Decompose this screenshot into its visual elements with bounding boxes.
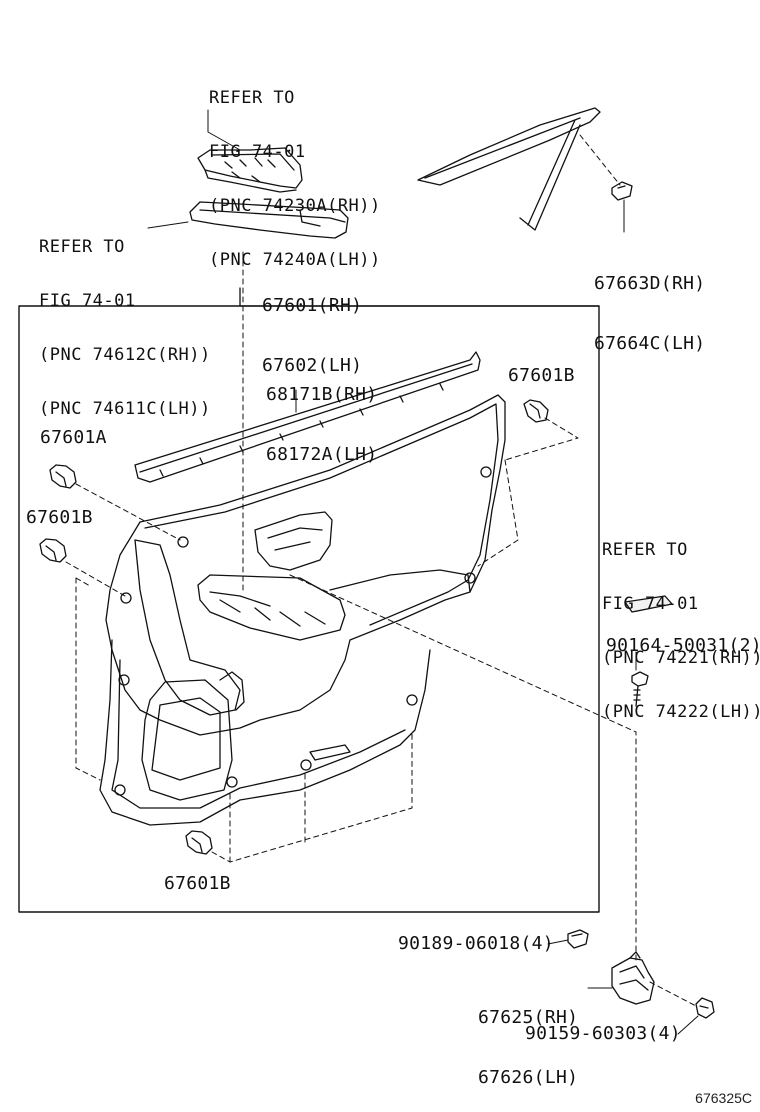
part-67626: 67626(LH) — [478, 1067, 579, 1088]
clip-icon — [185, 830, 213, 855]
clip-icon — [39, 538, 67, 563]
part-67601b-left: 67601B — [26, 507, 93, 528]
ref-right: REFER TO FIG 74-01 (PNC 74221(RH)) (PNC … — [602, 505, 760, 739]
ref-armrest-line1: REFER TO — [39, 237, 125, 257]
part-67664c: 67664C(LH) — [594, 333, 706, 354]
clip-icon — [49, 464, 77, 489]
ref-armrest: REFER TO FIG 74-01 (PNC 74612C(RH)) (PNC… — [39, 202, 211, 436]
part-67663d-group: 67663D(RH) 67664C(LH) — [594, 234, 705, 374]
ref-top-line3: (PNC 74230A(RH)) — [209, 196, 381, 216]
ref-right-line3: (PNC 74221(RH)) — [602, 648, 760, 668]
screw-icon — [631, 671, 649, 707]
ref-right-line4: (PNC 74222(LH)) — [602, 702, 760, 722]
part-90159: 90159-60303(4) — [525, 1023, 681, 1044]
part-68171b: 68171B(RH) — [266, 384, 378, 405]
nut-icon — [567, 929, 589, 949]
part-67601b-bottom: 67601B — [164, 873, 231, 894]
armrest-icon — [189, 201, 349, 239]
ref-top-line2: FIG 74-01 — [209, 142, 306, 162]
part-68172a: 68172A(LH) — [266, 444, 378, 465]
part-67601b-top: 67601B — [508, 365, 575, 386]
ref-armrest-line4: (PNC 74611C(LH)) — [39, 399, 211, 419]
part-90189: 90189-06018(4) — [398, 933, 554, 954]
figure-code: 676325C — [695, 1090, 752, 1106]
leader-67601b-left — [65, 561, 126, 781]
part-67625-group: 67625(RH) 67626(LH) — [478, 968, 578, 1108]
part-67602lh: 67602(LH) — [262, 355, 363, 376]
leader-90189 — [547, 939, 569, 945]
leader-armrest — [147, 221, 189, 229]
ref-right-line1: REFER TO — [602, 540, 688, 560]
part-67601-group: 67601(RH) 67602(LH) — [262, 256, 362, 396]
leader-67601b-top — [477, 417, 579, 567]
part-68171b-group: 68171B(RH) 68172A(LH) — [266, 345, 377, 485]
door-trim-panel-icon — [99, 394, 506, 826]
leader-67601 — [239, 297, 600, 307]
switch-base-icon — [197, 147, 303, 193]
leader-67601b-bottom — [211, 731, 413, 863]
clip-icon — [523, 399, 549, 423]
ref-armrest-line3: (PNC 74612C(RH)) — [39, 345, 211, 365]
leader-90159 — [677, 1015, 699, 1035]
leader-top-switch — [207, 109, 241, 151]
part-67601rh: 67601(RH) — [262, 295, 363, 316]
ref-top-line1: REFER TO — [209, 88, 295, 108]
part-90164: 90164-50031(2) — [606, 635, 760, 656]
ref-armrest-line2: FIG 74-01 — [39, 291, 136, 311]
leader-67601a — [75, 483, 181, 541]
screw-icon — [695, 997, 715, 1019]
clip-icon — [611, 181, 633, 201]
bracket-icon — [611, 951, 655, 1005]
part-67625: 67625(RH) — [478, 1007, 579, 1028]
weatherstrip-icon — [134, 351, 481, 483]
part-67601a: 67601A — [40, 427, 107, 448]
ref-top-switch: REFER TO FIG 74-01 (PNC 74230A(RH)) (PNC… — [209, 53, 381, 287]
trim-plate-icon — [624, 595, 673, 613]
ref-top-line4: (PNC 74240A(LH)) — [209, 250, 381, 270]
window-frame-icon — [417, 107, 601, 231]
part-67663d: 67663D(RH) — [594, 273, 706, 294]
ref-right-line2: FIG 74-01 — [602, 594, 699, 614]
